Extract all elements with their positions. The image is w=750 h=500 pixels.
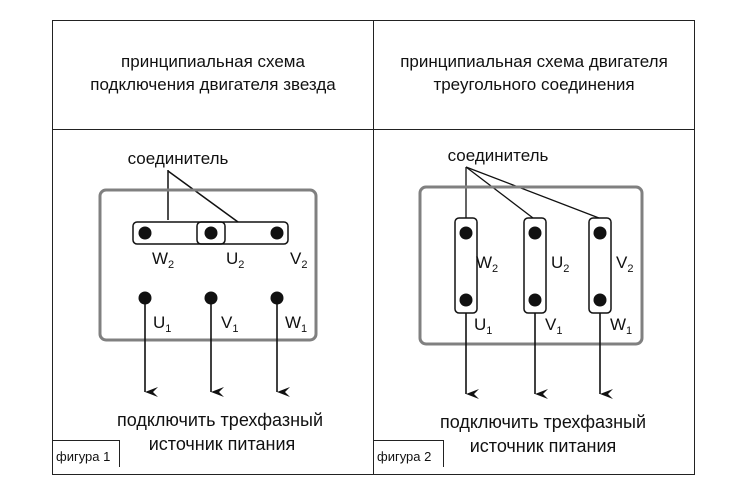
label-v1: V1 <box>221 313 238 335</box>
panel-2-title-line-2: треугольного соединения <box>433 75 635 94</box>
vertical-divider <box>373 20 374 475</box>
panel-1-title-line-2: подключения двигателя звезда <box>90 75 336 94</box>
label-u1: U1 <box>474 315 492 337</box>
figure-label-2: фигура 2 <box>374 440 444 467</box>
terminal-u2 <box>528 226 542 240</box>
terminal-box-2 <box>418 185 644 346</box>
horizontal-divider <box>52 129 695 130</box>
star-diagram: соединитель W2 U2 V2 U1 V1 W1 подключить… <box>98 149 323 454</box>
label-u2: U2 <box>551 253 569 275</box>
panel-1-title: принципиальная схема подключения двигате… <box>53 50 373 96</box>
terminal-u1 <box>459 293 473 307</box>
terminal-v1 <box>528 293 542 307</box>
label-v2: V2 <box>290 249 307 271</box>
terminal-v2 <box>270 226 284 240</box>
label-u2: U2 <box>226 249 244 271</box>
connector-line <box>167 170 239 223</box>
label-w2: W2 <box>152 249 174 271</box>
terminal-u2 <box>204 226 218 240</box>
supply-label-2-line-2: источник питания <box>470 436 617 456</box>
label-v2: V2 <box>616 253 633 275</box>
connector-line <box>465 166 534 219</box>
panel-2-title: принципиальная схема двигателя треугольн… <box>374 50 694 96</box>
panel-1-title-line-1: принципиальная схема <box>121 52 305 71</box>
terminal-w2 <box>459 226 473 240</box>
delta-diagram: соединитель W2 U2 V2 U1 V1 W1 подключить… <box>418 146 646 456</box>
figure-label-1: фигура 1 <box>53 440 120 467</box>
terminal-box-1 <box>98 188 318 342</box>
label-w2: W2 <box>476 253 498 275</box>
label-u1: U1 <box>153 313 171 335</box>
supply-label-1-line-1: подключить трехфазный <box>117 410 323 430</box>
star-bridge-link <box>196 221 226 245</box>
connector-label-2: соединитель <box>448 146 549 165</box>
connector-label-1: соединитель <box>128 149 229 168</box>
label-w1: W1 <box>285 313 307 335</box>
supply-label-2-line-1: подключить трехфазный <box>440 412 646 432</box>
label-w1: W1 <box>610 315 632 337</box>
label-v1: V1 <box>545 315 562 337</box>
terminal-w2 <box>138 226 152 240</box>
terminal-v2 <box>593 226 607 240</box>
terminal-w1 <box>593 293 607 307</box>
supply-label-1-line-2: источник питания <box>149 434 296 454</box>
connector-line <box>465 166 600 219</box>
panel-2-title-line-1: принципиальная схема двигателя <box>400 52 668 71</box>
